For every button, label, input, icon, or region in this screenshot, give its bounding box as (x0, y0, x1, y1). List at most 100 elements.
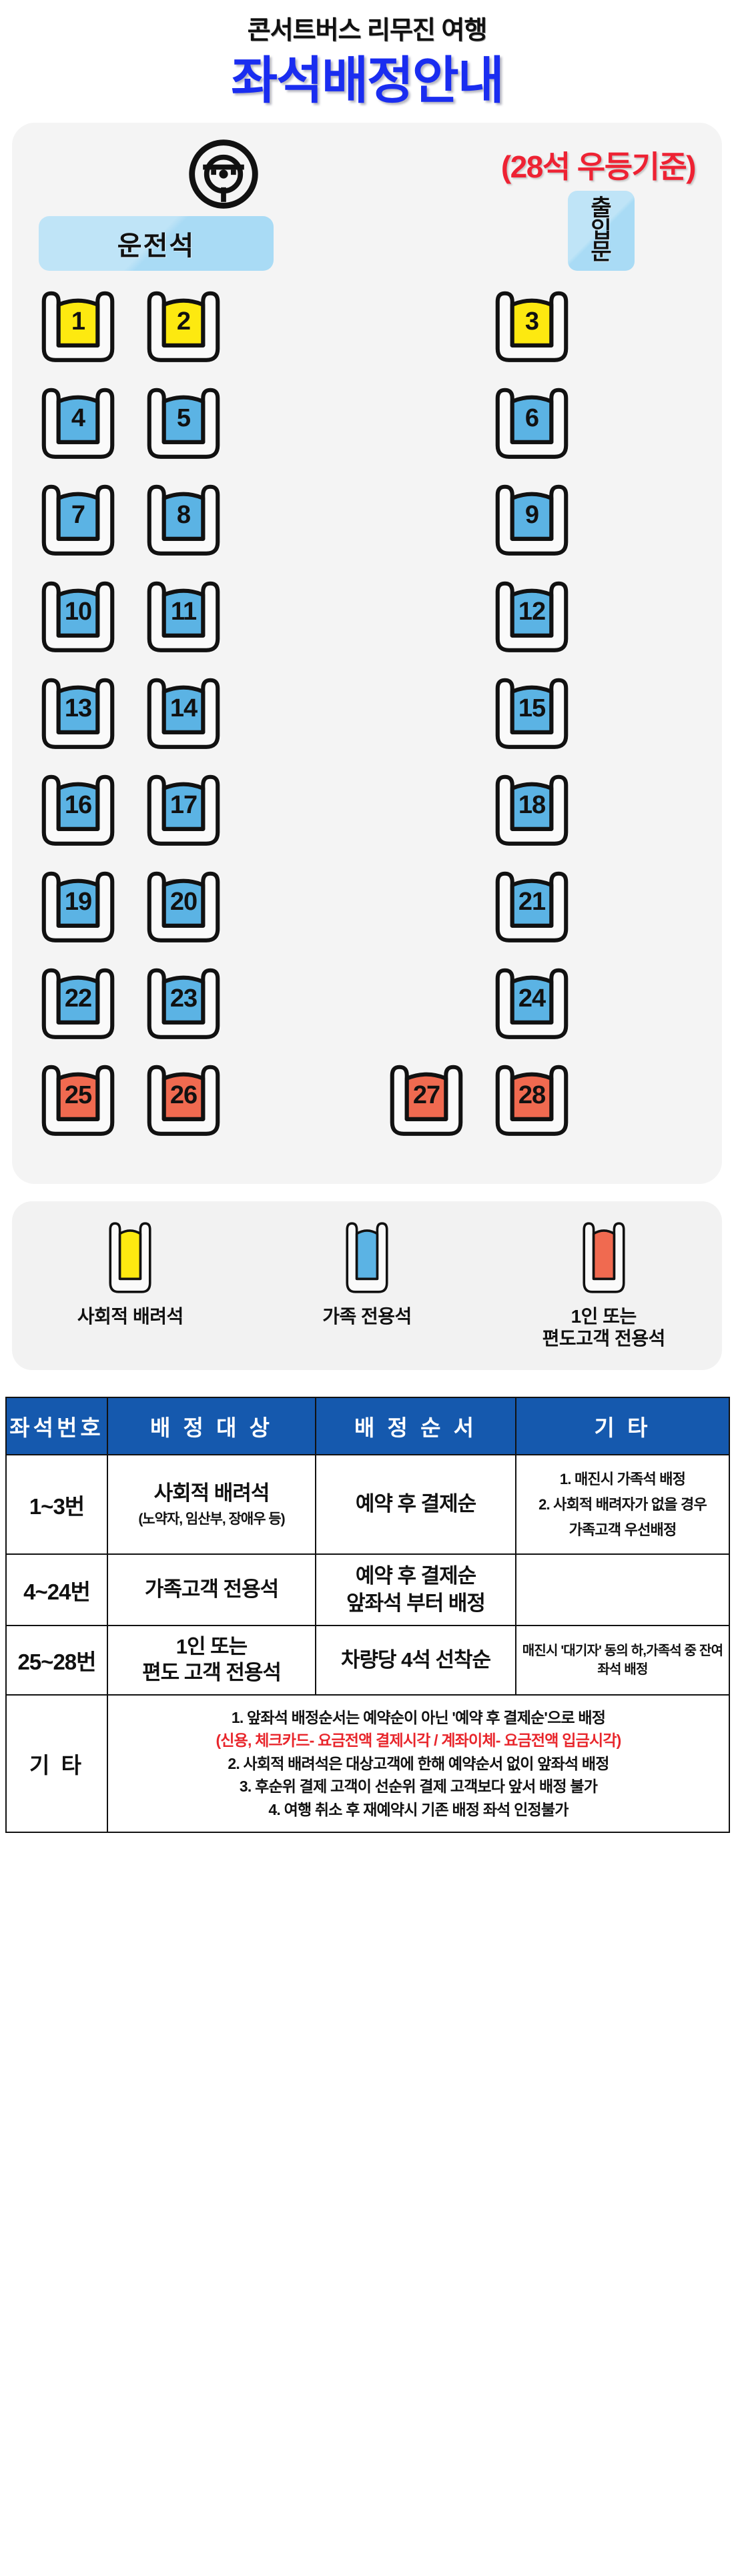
seat-20[interactable]: 20 (143, 867, 224, 948)
seat-14[interactable]: 14 (143, 674, 224, 755)
etc-note: 가족석 중 잔여좌석 배정 (597, 1643, 723, 1677)
seat-17[interactable]: 17 (143, 770, 224, 852)
seat-13[interactable]: 13 (37, 674, 119, 755)
seat-4[interactable]: 4 (37, 384, 119, 465)
bus-front-labels: 운전석 출 입 문 (12, 187, 722, 287)
seat-shape-8[interactable]: 8 (143, 480, 224, 562)
seat-18[interactable]: 18 (491, 770, 573, 852)
seat-shape-18[interactable]: 18 (491, 770, 573, 852)
seat-shape-9[interactable]: 9 (491, 480, 573, 562)
seat-1[interactable]: 1 (37, 287, 119, 368)
seat-24[interactable]: 24 (491, 964, 573, 1045)
seat-shape-22[interactable]: 22 (37, 964, 119, 1045)
capacity-subtitle: (28석 우등기준) (500, 149, 697, 184)
legend-seat-icon-priority (106, 1219, 154, 1297)
seat-shape-4[interactable]: 4 (37, 384, 119, 465)
etc-note: 2. 사회적 배려자가 없을 경우 (538, 1495, 707, 1513)
seat-shape-25[interactable]: 25 (37, 1061, 119, 1142)
seat-shape-3[interactable]: 3 (491, 287, 573, 368)
cell-footer-label: 기 타 (5, 1694, 108, 1834)
seat-15[interactable]: 15 (491, 674, 573, 755)
seat-shape-27[interactable]: 27 (386, 1061, 467, 1142)
seat-6[interactable]: 6 (491, 384, 573, 465)
seat-19[interactable]: 19 (37, 867, 119, 948)
seat-10[interactable]: 10 (37, 577, 119, 658)
seat-11[interactable]: 11 (143, 577, 224, 658)
cell-seatno: 4~24번 (5, 1553, 108, 1627)
target-main: 1인 또는 (175, 1635, 248, 1659)
seat-3[interactable]: 3 (491, 287, 573, 368)
seat-row: 19 20 21 (12, 867, 722, 964)
target-sub2: 편도 고객 전용석 (142, 1660, 282, 1684)
seat-28[interactable]: 28 (491, 1061, 573, 1142)
seat-shape-28[interactable]: 28 (491, 1061, 573, 1142)
seat-22[interactable]: 22 (37, 964, 119, 1045)
seat-shape-23[interactable]: 23 (143, 964, 224, 1045)
footer-note: 3. 후순위 결제 고객이 선순위 결제 고객보다 앞서 배정 불가 (239, 1778, 598, 1796)
seat-23[interactable]: 23 (143, 964, 224, 1045)
seat-shape-26[interactable]: 26 (143, 1061, 224, 1142)
legend-label-priority: 사회적 배려석 (77, 1305, 184, 1328)
legend-label-line2: 편도고객 전용석 (542, 1328, 666, 1349)
footer-note: 2. 사회적 배려석은 대상고객에 한해 예약순서 없이 앞좌석 배정 (228, 1754, 609, 1772)
order-line1: 차량당 4석 선착순 (340, 1648, 491, 1672)
seat-16[interactable]: 16 (37, 770, 119, 852)
seat-5[interactable]: 5 (143, 384, 224, 465)
seat-21[interactable]: 21 (491, 867, 573, 948)
seat-shape-21[interactable]: 21 (491, 867, 573, 948)
cell-order: 차량당 4석 선착순 (315, 1625, 516, 1696)
col-header-order: 배 정 순 서 (315, 1396, 516, 1455)
seat-shape-24[interactable]: 24 (491, 964, 573, 1045)
seat-12[interactable]: 12 (491, 577, 573, 658)
seat-26[interactable]: 26 (143, 1061, 224, 1142)
seat-shape-11[interactable]: 11 (143, 577, 224, 658)
seat-shape-5[interactable]: 5 (143, 384, 224, 465)
driver-seat-label: 운전석 (117, 231, 196, 261)
legend-label-line1: 가족 전용석 (322, 1305, 412, 1327)
order-line1: 예약 후 결제순 (355, 1564, 476, 1588)
seat-shape-17[interactable]: 17 (143, 770, 224, 852)
legend-label-family: 가족 전용석 (322, 1305, 412, 1328)
seat-shape-14[interactable]: 14 (143, 674, 224, 755)
cell-target: 가족고객 전용석 (107, 1553, 316, 1627)
seat-9[interactable]: 9 (491, 480, 573, 562)
header-kicker: 콘서트버스 리무진 여행 (247, 17, 488, 45)
col-header-etc: 기 타 (515, 1396, 730, 1455)
seat-shape-16[interactable]: 16 (37, 770, 119, 852)
seat-shape-12[interactable]: 12 (491, 577, 573, 658)
steering-wheel-icon (187, 137, 260, 211)
legend-label-line1: 1인 또는 (571, 1305, 637, 1327)
cell-target: 사회적 배려석(노약자, 임산부, 장애우 등) (107, 1453, 316, 1555)
cell-etc: 매진시 '대기자' 동의 하,가족석 중 잔여좌석 배정 (515, 1625, 730, 1696)
seat-27[interactable]: 27 (386, 1061, 467, 1142)
seat-shape-6[interactable]: 6 (491, 384, 573, 465)
seat-shape-10[interactable]: 10 (37, 577, 119, 658)
cell-footer-notes: 1. 앞좌석 배정순서는 예약순이 아닌 '예약 후 결제순'으로 배정(신용,… (107, 1694, 730, 1834)
seat-shape-20[interactable]: 20 (143, 867, 224, 948)
seat-25[interactable]: 25 (37, 1061, 119, 1142)
seat-7[interactable]: 7 (37, 480, 119, 562)
seat-shape-15[interactable]: 15 (491, 674, 573, 755)
door-label-char-1: 출 (591, 195, 612, 221)
seat-shape-13[interactable]: 13 (37, 674, 119, 755)
seat-row: 10 11 12 (12, 577, 722, 674)
table-header-row: 좌석번호 배 정 대 상 배 정 순 서 기 타 (5, 1396, 730, 1455)
seat-shape-1[interactable]: 1 (37, 287, 119, 368)
seat-shape-2[interactable]: 2 (143, 287, 224, 368)
seat-shape-7[interactable]: 7 (37, 480, 119, 562)
cell-etc (515, 1553, 730, 1627)
seat-8[interactable]: 8 (143, 480, 224, 562)
footer-note: 4. 여행 취소 후 재예약시 기존 배정 좌석 인정불가 (268, 1800, 569, 1818)
seat-2[interactable]: 2 (143, 287, 224, 368)
seat-shape-19[interactable]: 19 (37, 867, 119, 948)
legend-item-family: 가족 전용석 (249, 1219, 486, 1350)
door-label-char-3: 문 (591, 239, 612, 265)
